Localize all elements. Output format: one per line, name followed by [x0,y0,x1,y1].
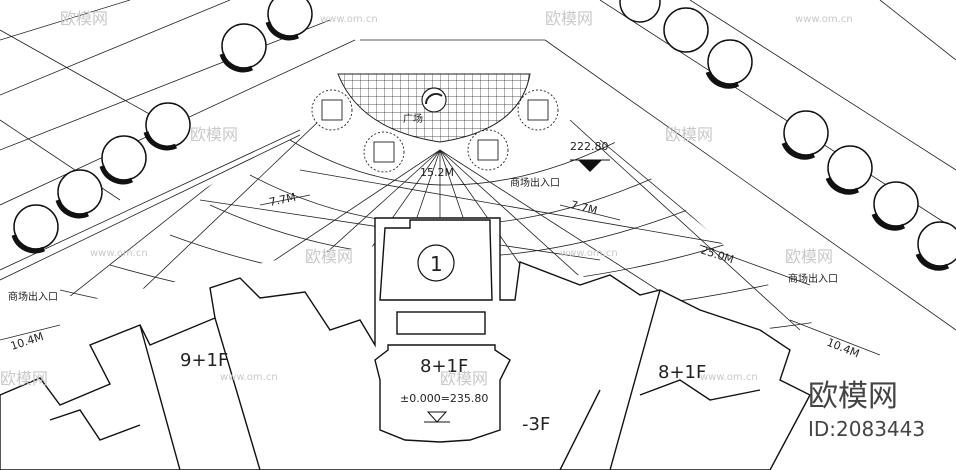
datum-label: ±0.000=235.80 [400,392,488,405]
entrance-right: 商场出入口 [788,272,838,285]
plaza-label: 广场 [403,112,423,125]
corner-logo-id: ID:2083443 [808,417,925,441]
dimension-lines [0,194,881,356]
corner-logo-brand: 欧模网 [808,379,898,414]
building-number: 1 [430,252,443,276]
watermarks: 欧模网 www.om.cn 欧模网 www.om.cn 欧模网 欧模网 欧模网 … [0,9,853,388]
buildings [0,217,811,470]
entrance-center: 商场出入口 [510,176,560,189]
dim-center: 15.2M [420,166,454,179]
watermark-site: www.om.cn [700,372,758,383]
dim-right-diag: 7.7M [569,198,598,217]
floors-right: 8+1F [658,362,706,383]
floors-left: 9+1F [180,350,228,371]
watermark-brand: 欧模网 [785,247,833,266]
watermark-site: www.om.cn [320,14,378,25]
watermark-brand: 欧模网 [440,369,488,388]
watermark-brand: 欧模网 [190,125,238,144]
watermark-brand: 欧模网 [0,369,48,388]
planters [311,89,559,173]
basement-label: -3F [522,414,550,435]
plaza-grid [337,73,531,143]
floors-center: 8+1F [420,356,468,377]
watermark-site: www.om.cn [560,248,618,259]
road-lines [0,0,956,331]
watermark-brand: 欧模网 [60,9,108,28]
building-number-circle [417,244,455,282]
watermark-site: www.om.cn [220,372,278,383]
watermark-site: www.om.cn [795,14,853,25]
dim-left-diag: 7.7M [268,191,297,209]
elevation-label: 222.80 [570,140,609,153]
entrance-left: 商场出入口 [8,290,58,303]
watermark-brand: 欧模网 [305,247,353,266]
watermark-brand: 欧模网 [665,125,713,144]
datum-marker [424,411,450,423]
tree-row-left [11,0,313,254]
tree-row-right [619,0,956,271]
elevation-marker [570,159,610,172]
dim-right-edge: 10.4M [825,336,861,361]
watermark-site: www.om.cn [90,248,148,259]
watermark-brand: 欧模网 [545,9,593,28]
